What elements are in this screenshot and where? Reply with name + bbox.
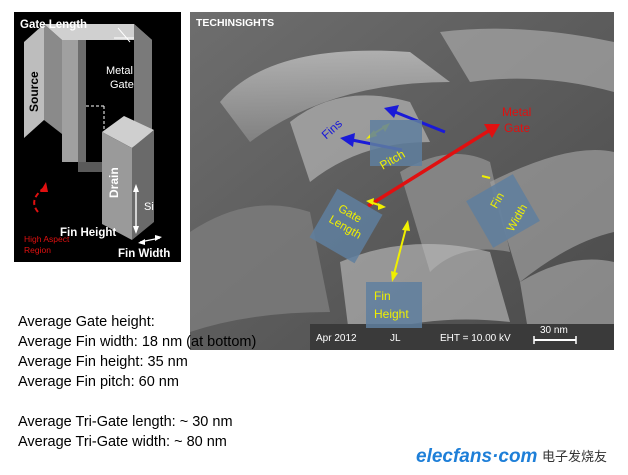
sem-drawing: TECHINSIGHTS Fins Pitch Metal Gate Gate …	[190, 12, 614, 350]
logo-cn-text: 电子发烧友	[542, 449, 607, 464]
schematic-drawing: Gate Length Metal Gate Source Drain Si F…	[20, 19, 170, 260]
schematic-gate-length-label: Gate Length	[20, 19, 87, 31]
sem-eht: EHT = 10.00 kV	[440, 333, 511, 344]
schematic-drain-label: Drain	[107, 167, 121, 198]
sem-micrograph: TECHINSIGHTS Fins Pitch Metal Gate Gate …	[190, 12, 614, 350]
schematic-fin-width-label: Fin Width	[118, 248, 170, 260]
measurement-stats: Average Gate height: Average Fin width: …	[18, 312, 318, 452]
schematic-metal-gate-label-2: Gate	[110, 79, 134, 91]
logo-text: elecfans·com	[416, 446, 538, 467]
stat-fin-width: Average Fin width: 18 nm (at bottom)	[18, 334, 257, 350]
sem-watermark: TECHINSIGHTS	[196, 17, 274, 29]
schematic-metal-gate-label: Metal	[106, 65, 133, 77]
stat-fin-height: Average Fin height: 35 nm	[18, 354, 188, 370]
stat-fin-pitch: Average Fin pitch: 60 nm	[18, 374, 179, 390]
stat-gate-height: Average Gate height:	[18, 314, 155, 330]
sem-date: Apr 2012	[316, 333, 357, 344]
stat-spacer	[18, 392, 318, 412]
stat-trigate-length: Average Tri-Gate length: ~ 30 nm	[18, 414, 233, 430]
elecfans-logo: elecfans·com 电子发烧友	[414, 442, 614, 468]
schematic-region-label: Region	[24, 245, 51, 255]
stat-trigate-width: Average Tri-Gate width: ~ 80 nm	[18, 434, 227, 450]
sem-fin-height-label-2: Height	[374, 307, 409, 321]
schematic-high-aspect-label: High Aspect	[24, 234, 70, 244]
schematic-si-label: Si	[144, 201, 154, 213]
schematic-source-label: Source	[27, 71, 41, 112]
finfet-schematic: Gate Length Metal Gate Source Drain Si F…	[14, 12, 181, 262]
logo-drawing: elecfans·com 电子发烧友	[416, 446, 607, 467]
sem-operator: JL	[390, 333, 401, 344]
sem-metal-gate-label: Metal	[502, 105, 531, 119]
sem-fin-height-label: Fin	[374, 289, 391, 303]
sem-scale-label: 30 nm	[540, 325, 568, 336]
sem-metal-gate-label-2: Gate	[504, 121, 530, 135]
schematic-fin-height-label: Fin Height	[60, 227, 116, 239]
